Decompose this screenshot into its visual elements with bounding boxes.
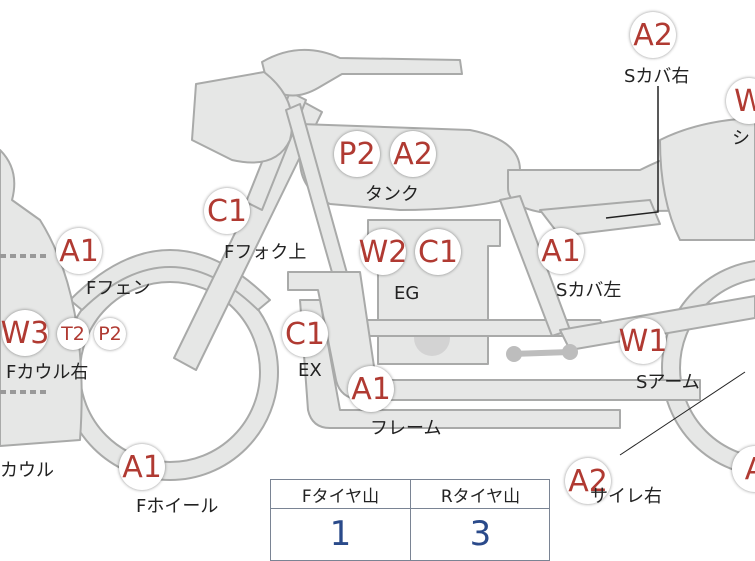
label-cowl: カウル — [0, 460, 54, 481]
rear-tire-value: 3 — [469, 514, 492, 554]
badge-cowl-t2: T2 — [57, 318, 89, 350]
label-eg: EG — [394, 283, 420, 304]
side-cover-left-shape — [539, 199, 661, 237]
badge-s-cover-left: A1 — [538, 228, 584, 274]
handlebar-shape — [261, 49, 463, 97]
badge-eg-c1: C1 — [415, 229, 461, 275]
label-f-fender: Fフェン — [86, 278, 151, 299]
badge-fork: C1 — [204, 188, 250, 234]
badge-cowl-w3: W3 — [1, 310, 49, 356]
label-seat-partial: シ — [732, 128, 750, 149]
badge-silencer-right: A2 — [565, 458, 611, 504]
fork-shape — [173, 99, 323, 371]
front-cowl-shape — [0, 149, 83, 447]
badge-right-edge-partial: A — [732, 446, 755, 492]
tire-tread-legend: Fタイヤ山 Rタイヤ山 1 3 — [270, 479, 550, 561]
badge-f-wheel: A1 — [119, 444, 165, 490]
footpeg — [506, 344, 578, 362]
front-tire-header: Fタイヤ山 — [271, 480, 410, 509]
badge-tank-p2: P2 — [334, 131, 380, 177]
badge-s-arm: W1 — [619, 318, 667, 364]
badge-s-cover-right: A2 — [630, 12, 676, 58]
label-fork: Fフォク上 — [224, 242, 307, 263]
badge-f-fender: A1 — [56, 228, 102, 274]
label-cowl-right: Fカウル右 — [6, 362, 89, 383]
badge-tank-a2: A2 — [390, 131, 436, 177]
leader-line-s-cover — [605, 86, 659, 219]
label-silencer-right: サイレ右 — [590, 486, 662, 507]
badge-cowl-p2: P2 — [94, 318, 126, 350]
label-tank: タンク — [365, 184, 419, 205]
label-ex: EX — [298, 360, 322, 381]
label-s-cover-right: Sカバ右 — [624, 66, 690, 87]
exhaust-lower-shape — [299, 299, 621, 429]
label-f-wheel: Fホイール — [136, 496, 219, 517]
legend-divider — [410, 480, 411, 560]
label-s-arm: Sアーム — [636, 372, 700, 393]
headlight-shape — [191, 71, 294, 164]
badge-frame: A1 — [348, 366, 394, 412]
tail-shape — [659, 117, 755, 241]
leader-line-silencer — [619, 371, 746, 456]
rear-tire-header: Rタイヤ山 — [411, 480, 550, 509]
exhaust-shape — [287, 271, 701, 401]
label-s-cover-left: Sカバ左 — [556, 280, 622, 301]
badge-eg-w2: W2 — [359, 229, 407, 275]
front-tire-value: 1 — [329, 514, 352, 554]
badge-ex: C1 — [282, 311, 328, 357]
label-frame: フレーム — [370, 418, 442, 439]
